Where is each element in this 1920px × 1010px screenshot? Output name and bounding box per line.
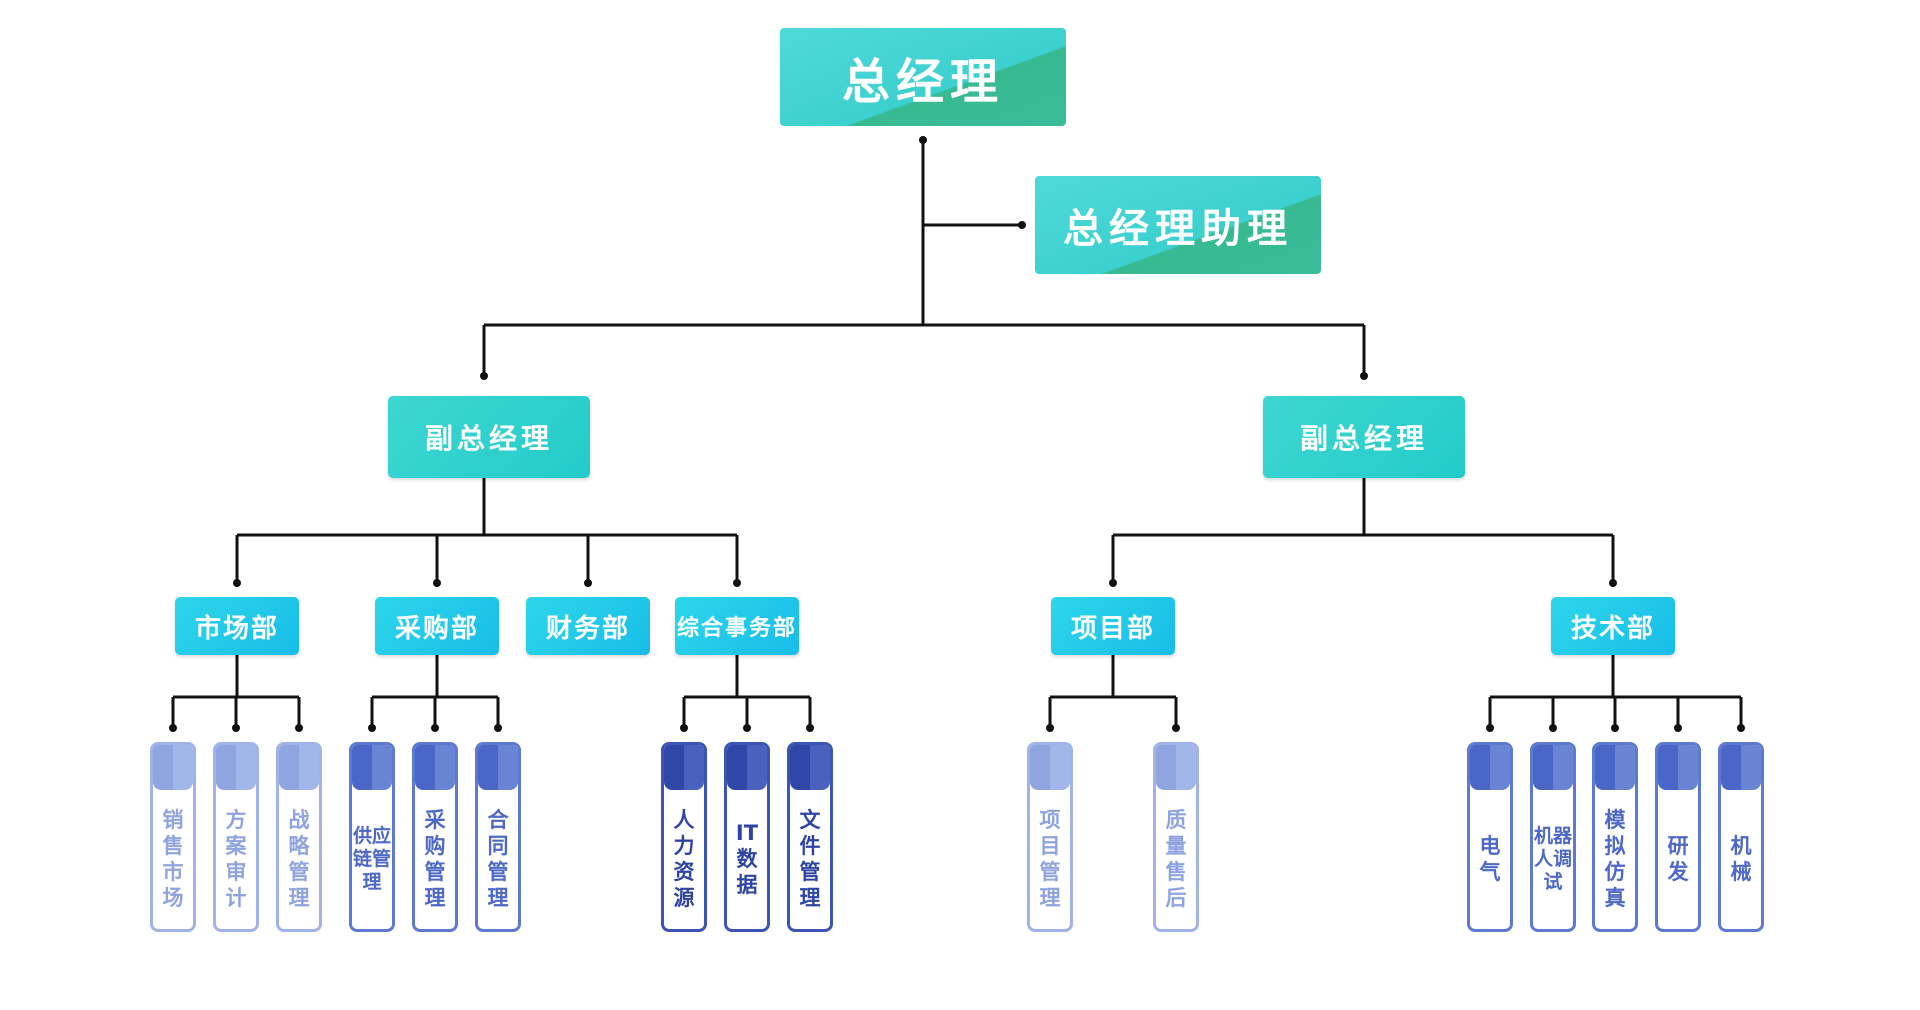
sub-unit: 方案审计 <box>213 742 259 932</box>
dept-box: 市场部 <box>175 597 299 655</box>
connector-dot <box>1046 724 1054 732</box>
dept-label: 综合事务部 <box>676 616 797 641</box>
sub-unit-cap <box>352 745 392 790</box>
assistant-label: 总经理助理 <box>1063 206 1293 252</box>
connector-dot <box>232 724 240 732</box>
connector-dot <box>368 724 376 732</box>
connector-dot <box>1360 372 1368 380</box>
dept-label: 财务部 <box>545 613 630 644</box>
sub-unit: 采购管理 <box>412 742 458 932</box>
connector-dot <box>494 724 502 732</box>
sub-unit-label: 机器人调试 <box>1533 824 1572 893</box>
sub-unit: 文件管理 <box>787 742 833 932</box>
sub-unit-cap <box>216 745 256 790</box>
sub-unit-label: 人力资源 <box>673 808 695 910</box>
sub-unit: 合同管理 <box>475 742 521 932</box>
sub-unit-label: 战略管理 <box>288 808 310 910</box>
dept-label: 市场部 <box>194 613 279 644</box>
sub-unit-label: 电气 <box>1479 834 1501 884</box>
dept-label: 技术部 <box>1570 613 1655 644</box>
ceo-label: 总经理 <box>841 54 1004 110</box>
connector-dot <box>680 724 688 732</box>
connector-dot <box>1609 579 1617 587</box>
sub-unit-label: 研发 <box>1667 834 1689 884</box>
sub-unit: 质量售后 <box>1153 742 1199 932</box>
vp-left-box: 副总经理 <box>388 396 590 478</box>
sub-unit-label: 供应链管理 <box>352 824 391 893</box>
sub-unit-label: 方案审计 <box>225 808 247 910</box>
dept-box: 项目部 <box>1051 597 1175 655</box>
sub-unit-label: 质量售后 <box>1165 808 1187 910</box>
connector-dot <box>233 579 241 587</box>
sub-unit-cap <box>1595 745 1635 790</box>
assistant-box: 总经理助理 <box>1035 176 1321 274</box>
connector-dot <box>295 724 303 732</box>
sub-unit-cap <box>664 745 704 790</box>
sub-unit: IT数据 <box>724 742 770 932</box>
sub-unit-cap <box>1030 745 1070 790</box>
connector-dot <box>1172 724 1180 732</box>
connector-dot <box>431 724 439 732</box>
dept-label: 采购部 <box>394 613 479 644</box>
connector-dot <box>919 136 927 144</box>
sub-unit-label: 机械 <box>1730 834 1752 884</box>
sub-unit: 电气 <box>1467 742 1513 932</box>
connector-dot <box>584 579 592 587</box>
connector-dot <box>1018 221 1026 229</box>
connector-dot <box>1611 724 1619 732</box>
connector-dot <box>169 724 177 732</box>
sub-unit: 战略管理 <box>276 742 322 932</box>
sub-unit-cap <box>727 745 767 790</box>
sub-unit: 人力资源 <box>661 742 707 932</box>
sub-unit-cap <box>790 745 830 790</box>
connector-dot <box>806 724 814 732</box>
connector-dot <box>1674 724 1682 732</box>
sub-unit: 研发 <box>1655 742 1701 932</box>
sub-unit-cap <box>478 745 518 790</box>
vp-left-label: 副总经理 <box>424 422 553 455</box>
vp-right-box: 副总经理 <box>1263 396 1465 478</box>
connector-dot <box>433 579 441 587</box>
sub-unit-cap <box>1721 745 1761 790</box>
sub-unit: 项目管理 <box>1027 742 1073 932</box>
connector-dot <box>1109 579 1117 587</box>
connector-dot <box>480 372 488 380</box>
dept-box: 采购部 <box>375 597 499 655</box>
dept-label: 项目部 <box>1070 613 1155 644</box>
connector-dot <box>743 724 751 732</box>
connector-dot <box>1549 724 1557 732</box>
sub-unit: 销售市场 <box>150 742 196 932</box>
sub-unit-label: 合同管理 <box>487 808 509 910</box>
ceo-box: 总经理 <box>780 28 1066 126</box>
sub-unit: 机器人调试 <box>1530 742 1576 932</box>
sub-unit-label: IT数据 <box>735 821 759 897</box>
sub-unit: 供应链管理 <box>349 742 395 932</box>
sub-unit-cap <box>415 745 455 790</box>
sub-unit: 机械 <box>1718 742 1764 932</box>
sub-unit-label: 文件管理 <box>799 808 821 910</box>
sub-unit-label: 销售市场 <box>162 808 184 910</box>
dept-box: 财务部 <box>526 597 650 655</box>
sub-unit-cap <box>1156 745 1196 790</box>
sub-unit-cap <box>1533 745 1573 790</box>
sub-unit-cap <box>153 745 193 790</box>
sub-unit-label: 模拟仿真 <box>1604 808 1626 910</box>
sub-unit-label: 项目管理 <box>1039 808 1061 910</box>
sub-unit-cap <box>279 745 319 790</box>
dept-box: 技术部 <box>1551 597 1675 655</box>
connector-dot <box>1486 724 1494 732</box>
sub-unit-cap <box>1470 745 1510 790</box>
connector-dot <box>1737 724 1745 732</box>
dept-box: 综合事务部 <box>675 597 799 655</box>
connector-dot <box>733 579 741 587</box>
vp-right-label: 副总经理 <box>1299 422 1428 455</box>
sub-unit-label: 采购管理 <box>424 808 446 910</box>
sub-unit: 模拟仿真 <box>1592 742 1638 932</box>
sub-unit-cap <box>1658 745 1698 790</box>
